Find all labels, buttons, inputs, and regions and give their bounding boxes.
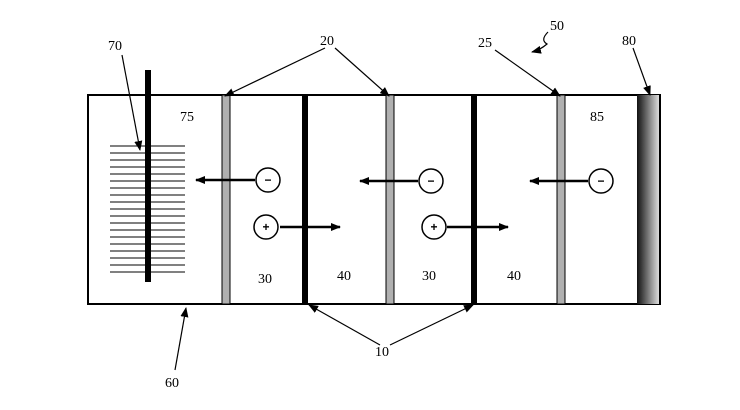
svg-text:−: −	[427, 174, 434, 188]
membrane-gray-3	[556, 94, 566, 305]
leader-lines	[121, 31, 651, 371]
svg-text:−: −	[597, 174, 604, 188]
label-25: 25	[478, 36, 492, 51]
label-60: 60	[165, 376, 179, 391]
cation-2: +	[421, 214, 447, 240]
chamber-label-4: 40	[507, 269, 521, 284]
electrode-70	[110, 70, 185, 282]
label-85: 85	[590, 110, 604, 125]
label-75: 75	[180, 110, 194, 125]
membrane-black-2	[471, 95, 477, 304]
leader-10-left	[308, 304, 381, 346]
anion-2: −	[418, 168, 444, 194]
leader-80	[632, 47, 651, 96]
leader-20-right	[334, 47, 390, 97]
label-70: 70	[108, 39, 122, 54]
anion-1: −	[255, 167, 281, 193]
label-50: 50	[550, 19, 564, 34]
svg-text:+: +	[262, 220, 269, 234]
label-10: 10	[375, 345, 389, 360]
membrane-gray-2	[385, 94, 395, 305]
leader-70	[121, 54, 143, 151]
chamber-label-3: 30	[422, 269, 436, 284]
svg-text:+: +	[430, 220, 437, 234]
ion-arrows	[195, 176, 588, 231]
label-80: 80	[622, 34, 636, 49]
cell-body	[87, 94, 661, 305]
leader-50	[531, 31, 549, 54]
membrane-gray-1	[221, 94, 231, 305]
leader-60	[174, 307, 189, 371]
cation-1: +	[253, 214, 279, 240]
electrode-70-mesh	[110, 145, 185, 273]
svg-text:−: −	[264, 173, 271, 187]
chamber-label-1: 30	[258, 272, 272, 287]
anion-3: −	[588, 168, 614, 194]
electrode-70-rod	[145, 70, 151, 282]
leader-25	[494, 49, 561, 97]
membrane-black-1	[302, 95, 308, 304]
chamber-label-2: 40	[337, 269, 351, 284]
leader-20-left	[224, 47, 326, 97]
label-20: 20	[320, 34, 334, 49]
leader-10-right	[389, 304, 474, 346]
electrode-80	[637, 95, 659, 304]
